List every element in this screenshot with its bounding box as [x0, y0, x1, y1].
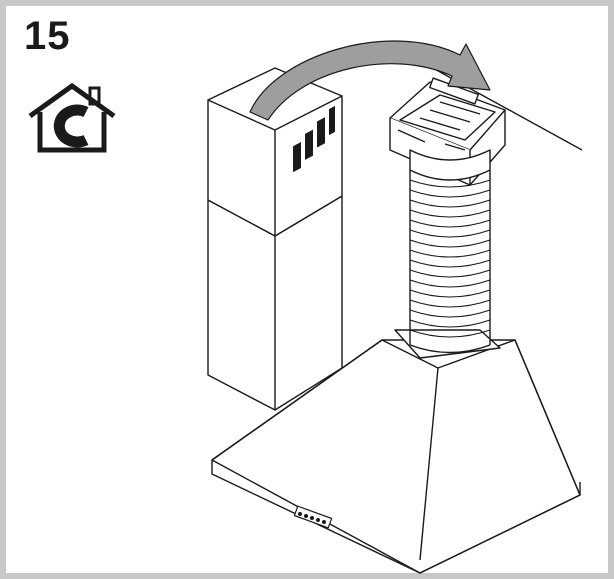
hood-canopy — [211, 329, 581, 574]
house-recirculation-c-icon — [28, 82, 116, 153]
flexible-duct — [409, 170, 491, 354]
upper-chimney-section — [207, 67, 343, 237]
vent-slots — [293, 105, 335, 173]
control-buttons — [298, 512, 326, 524]
move-arrow — [249, 40, 491, 121]
step-number: 15 — [24, 14, 71, 58]
recirculation-filter-box — [389, 77, 506, 186]
